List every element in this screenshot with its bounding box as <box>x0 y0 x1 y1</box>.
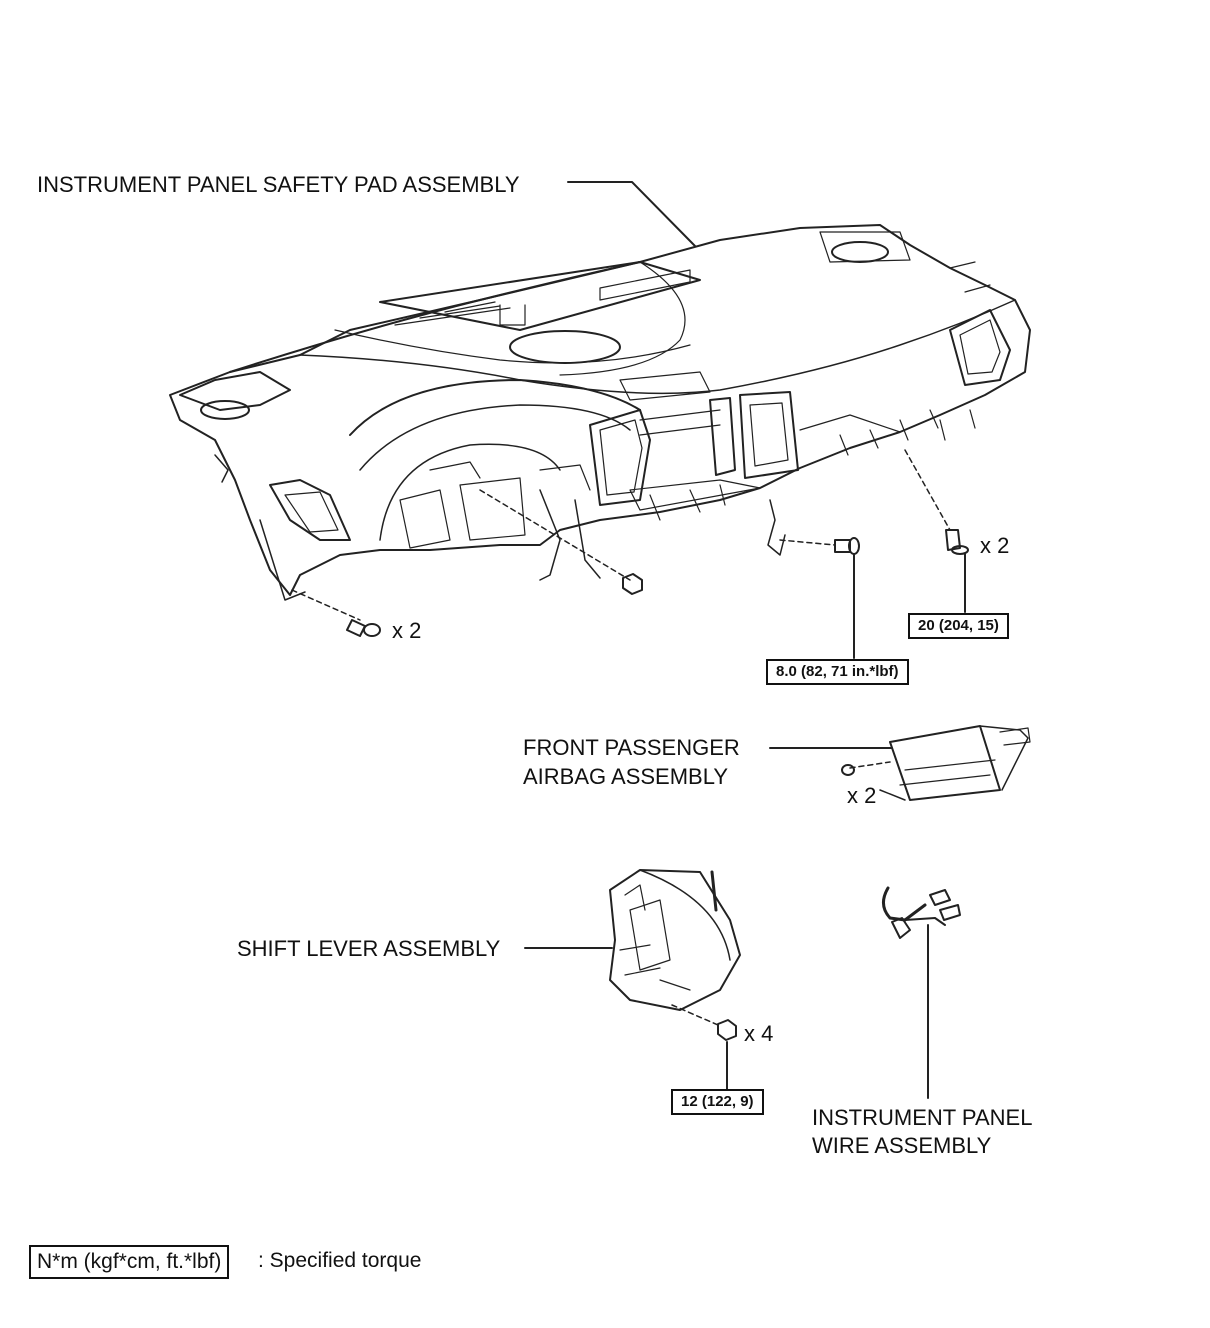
torque-center-bolt: 8.0 (82, 71 in.*lbf) <box>766 659 909 685</box>
safety-pad-label: INSTRUMENT PANEL SAFETY PAD ASSEMBLY <box>37 172 520 197</box>
shift-lever-drawing <box>524 869 741 1091</box>
airbag-label-line1: FRONT PASSENGER <box>523 735 740 760</box>
shift-nut-quantity: x 4 <box>744 1021 774 1046</box>
instrument-panel-wire-drawing <box>882 886 961 1099</box>
torque-right-bolt: 20 (204, 15) <box>908 613 1009 639</box>
left-bolt-quantity: x 2 <box>392 618 422 643</box>
safety-pad-leader-line <box>567 181 696 247</box>
airbag-label-line2: AIRBAG ASSEMBLY <box>523 764 729 789</box>
center-bolt-drawing <box>779 537 860 659</box>
torque-shift-nut: 12 (122, 9) <box>671 1089 764 1115</box>
right-bolt-quantity: x 2 <box>980 533 1010 558</box>
left-bolt-drawing <box>291 589 381 637</box>
front-passenger-airbag-drawing <box>769 725 1031 801</box>
legend-description: : Specified torque <box>258 1249 422 1272</box>
center-nut-drawing <box>479 489 643 595</box>
wire-label-line1: INSTRUMENT PANEL <box>812 1105 1033 1130</box>
right-bolt-drawing <box>904 449 969 613</box>
legend-unit-box: N*m (kgf*cm, ft.*lbf) <box>29 1245 230 1279</box>
instrument-panel-safety-pad-drawing <box>169 224 1031 601</box>
wire-label-line2: WIRE ASSEMBLY <box>812 1133 992 1158</box>
airbag-bolt-quantity: x 2 <box>847 783 877 808</box>
shift-lever-label: SHIFT LEVER ASSEMBLY <box>237 936 501 961</box>
